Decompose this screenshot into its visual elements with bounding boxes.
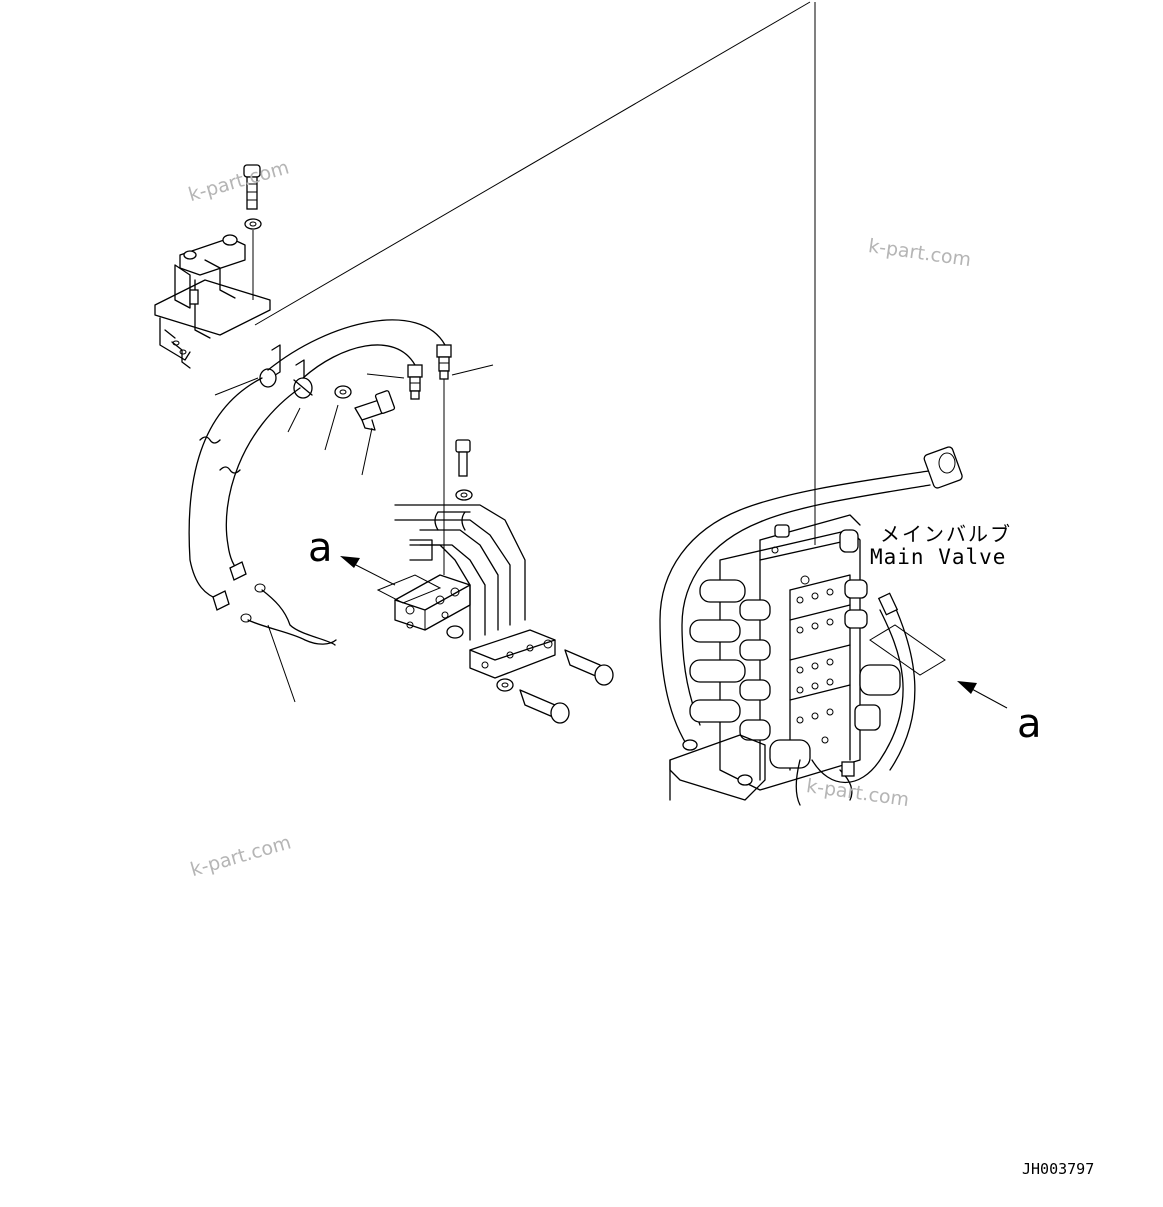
view-a-label-right: a xyxy=(1017,701,1042,747)
harness-connectors xyxy=(212,561,337,646)
pipe-manifold xyxy=(394,504,614,724)
main-valve xyxy=(659,446,963,806)
bolt-and-washer xyxy=(455,439,473,501)
hose-clips xyxy=(259,344,396,431)
part-leader-lines xyxy=(214,364,494,703)
view-a-arrows xyxy=(340,556,1008,709)
drawing-number: JH003797 xyxy=(1022,1160,1095,1178)
view-a-label-left: a xyxy=(308,525,333,571)
mounting-bracket xyxy=(154,164,271,369)
sensor-cables xyxy=(188,319,446,601)
reference-leader-lines xyxy=(254,1,816,545)
main-valve-label-en: Main Valve xyxy=(870,545,1007,569)
pressure-sensors xyxy=(407,344,452,575)
main-valve-label-jp: メインバルブ xyxy=(880,522,1012,546)
